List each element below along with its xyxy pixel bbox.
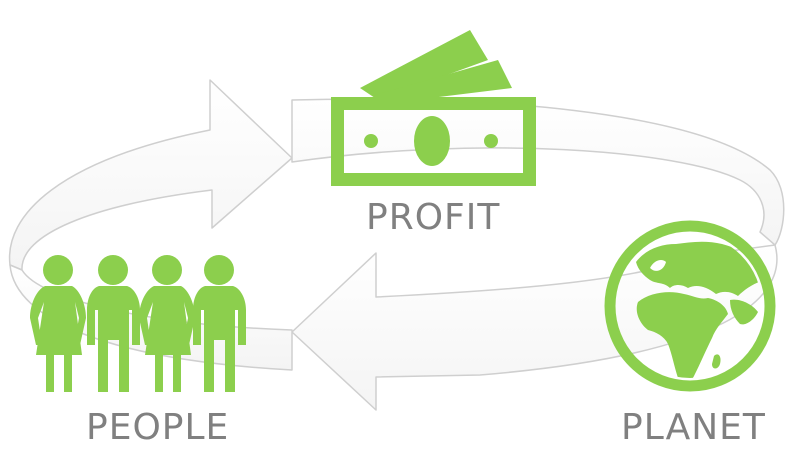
- arrow-to-profit: [8, 79, 293, 271]
- profit-label: PROFIT: [366, 197, 501, 238]
- money-icon: [331, 30, 536, 186]
- people-label: PEOPLE: [86, 407, 230, 448]
- people-icon: [30, 255, 246, 392]
- person-figure: [139, 255, 195, 392]
- person-figure: [193, 255, 246, 392]
- person-figure: [87, 255, 140, 392]
- person-figure: [30, 255, 86, 392]
- globe-icon: [604, 220, 776, 392]
- arrow-to-people: [291, 244, 778, 411]
- planet-label: PLANET: [621, 407, 766, 448]
